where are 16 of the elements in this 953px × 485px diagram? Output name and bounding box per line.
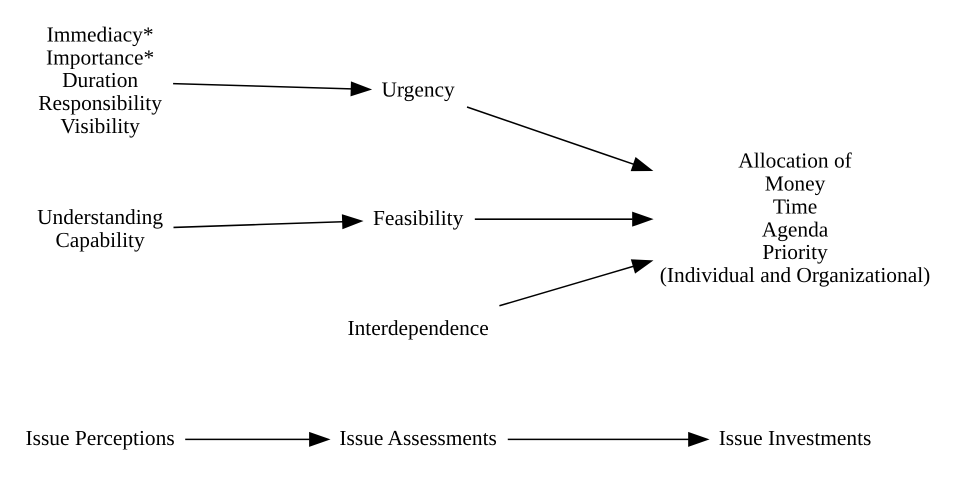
arrow [184,432,330,447]
arrow [466,106,653,172]
node-text: Issue Investments [718,426,871,450]
node-text: Feasibility [372,206,463,230]
node-text: Issue Perceptions [25,426,174,450]
node-text: Urgency [381,77,454,102]
node-text: Immediacy* Importance* Duration Responsibility Visibility [38,22,162,138]
node-text: Interdependence [346,316,488,340]
arrow [474,212,654,227]
arrow [507,432,710,447]
arrow [172,81,372,96]
node-text: Understanding Capability [36,205,163,252]
node-text: Allocation of Money Time Agenda Priority (Individual and Organizational) [659,148,930,288]
arrow [498,259,653,307]
arrow [172,214,364,230]
node-text: Issue Assessments [338,426,496,450]
